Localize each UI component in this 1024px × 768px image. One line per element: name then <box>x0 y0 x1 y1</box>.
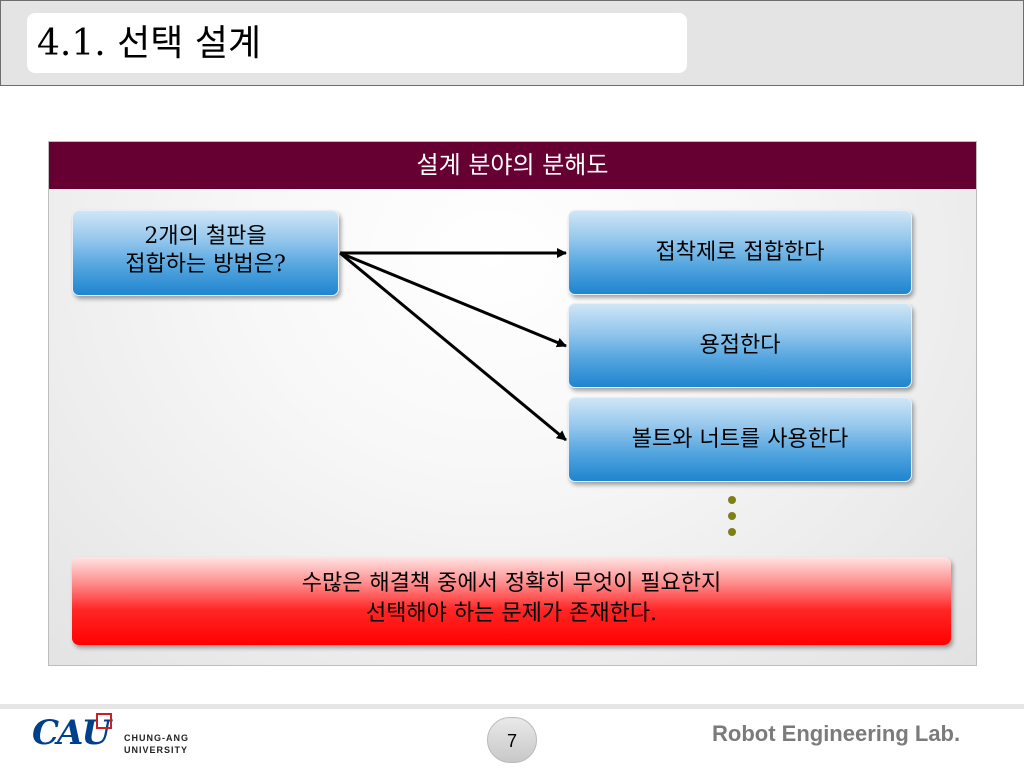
footer-divider <box>0 704 1024 709</box>
conclusion-line-1: 수많은 해결책 중에서 정확히 무엇이 필요한지 <box>301 571 722 596</box>
ellipsis-dot-2 <box>728 512 736 520</box>
ellipsis-dot-3 <box>728 528 736 536</box>
slide-title: 4.1. 선택 설계 <box>37 23 262 64</box>
answer-box-welding: 용접한다 <box>568 303 912 388</box>
answer-box-adhesive: 접착제로 접합한다 <box>568 210 912 295</box>
conclusion-line-2: 선택해야 하는 문제가 존재한다. <box>365 601 658 626</box>
answer-label-adhesive: 접착제로 접합한다 <box>655 240 825 265</box>
answer-label-bolts: 볼트와 너트를 사용한다 <box>631 427 849 452</box>
title-box <box>27 13 687 73</box>
question-box: 2개의 철판을 접합하는 방법은? <box>72 210 339 296</box>
ellipsis-dot-1 <box>728 496 736 504</box>
university-name-line-1: CHUNG-ANG <box>124 733 189 743</box>
panel-header: 설계 분야의 분해도 <box>49 142 976 189</box>
logo-square-icon <box>96 713 112 729</box>
answer-label-welding: 용접한다 <box>699 333 781 358</box>
question-line-2: 접합하는 방법은? <box>125 252 286 277</box>
conclusion-box: 수많은 해결책 중에서 정확히 무엇이 필요한지 선택해야 하는 문제가 존재한… <box>72 557 951 645</box>
answer-box-bolts: 볼트와 너트를 사용한다 <box>568 397 912 482</box>
page-number: 7 <box>487 717 537 763</box>
question-line-1: 2개의 철판을 <box>144 224 267 249</box>
panel-title: 설계 분야의 분해도 <box>416 151 609 179</box>
lab-name: Robot Engineering Lab. <box>712 721 961 746</box>
university-name-line-2: UNIVERSITY <box>124 745 189 755</box>
university-name: CHUNG-ANG UNIVERSITY <box>124 732 189 756</box>
